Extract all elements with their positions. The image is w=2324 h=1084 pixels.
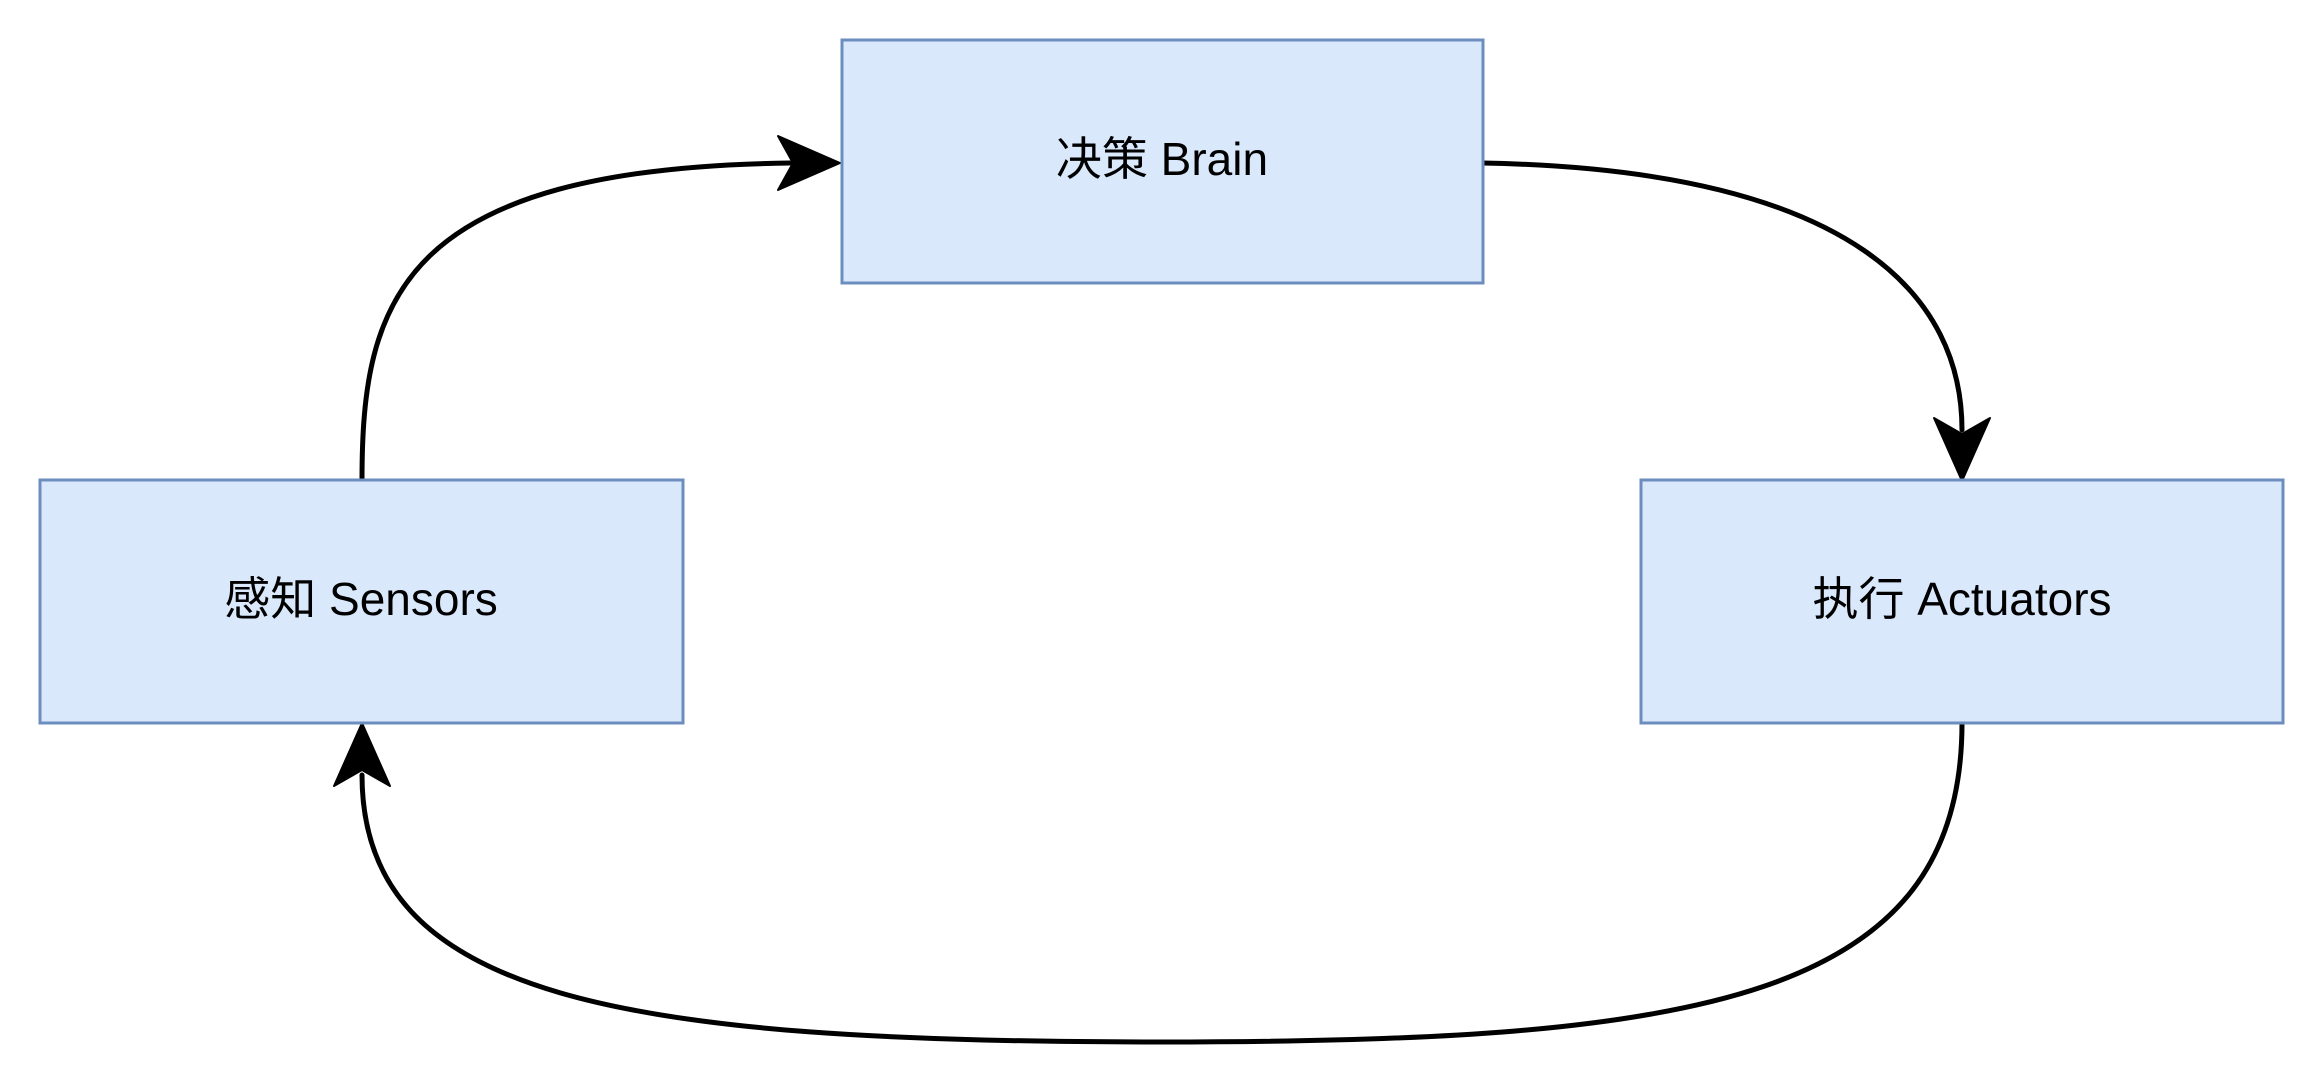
edge-sensors-to-brain[interactable] — [359, 135, 841, 483]
edge-actuators-to-sensors-arrowhead — [333, 722, 391, 787]
node-brain-box[interactable] — [840, 38, 1485, 285]
node-actuators-label: 执行 Actuators — [1812, 573, 2111, 625]
node-actuators[interactable]: 执行 Actuators — [1639, 478, 2285, 725]
node-sensors-label: 感知 Sensors — [224, 573, 498, 625]
edge-actuators-to-sensors-path — [359, 720, 1965, 1045]
edge-brain-to-actuators-arrowhead — [1933, 417, 1991, 482]
node-actuators-box[interactable] — [1639, 478, 2285, 725]
edge-sensors-to-brain-arrowhead — [777, 135, 841, 191]
node-sensors-box[interactable] — [38, 478, 685, 725]
edge-brain-to-actuators[interactable] — [1480, 160, 1991, 482]
edge-brain-to-actuators-path — [1480, 160, 1965, 433]
node-sensors[interactable]: 感知 Sensors — [38, 478, 685, 725]
edge-actuators-to-sensors[interactable] — [333, 720, 1965, 1045]
node-brain[interactable]: 决策 Brain — [840, 38, 1485, 285]
node-brain-label: 决策 Brain — [1056, 133, 1268, 185]
edge-sensors-to-brain-path — [359, 160, 793, 483]
